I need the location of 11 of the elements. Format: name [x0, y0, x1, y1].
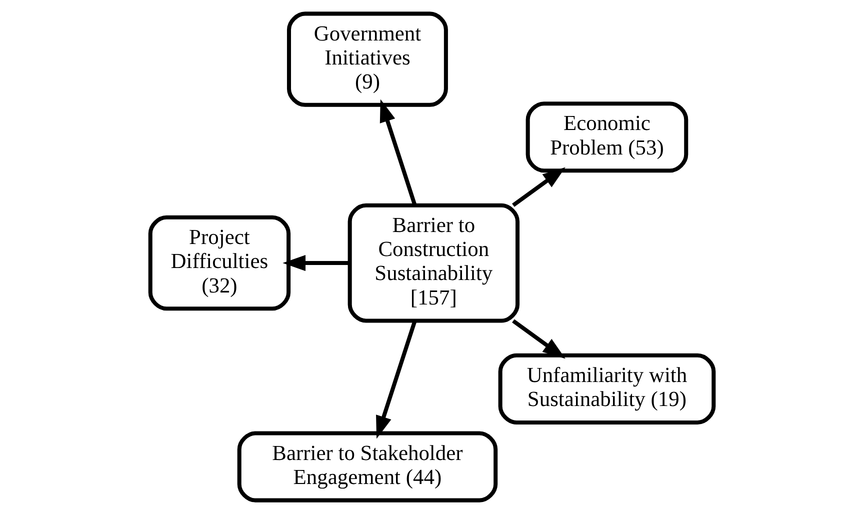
arrow	[512, 319, 566, 359]
node-box: Government Initiatives (9)	[286, 12, 448, 107]
node-box: Project Difficulties (32)	[148, 215, 291, 311]
arrow	[380, 99, 417, 206]
node-box: Barrier to Stakeholder Engagement (44)	[237, 431, 498, 502]
node-box: Barrier to Construction Sustainability [157]	[348, 203, 520, 323]
node-box: Economic Problem (53)	[526, 102, 688, 173]
arrow	[376, 320, 417, 439]
arrow	[282, 255, 350, 272]
arrow	[512, 167, 566, 207]
node-box: Unfamiliarity with Sustainability (19)	[498, 353, 716, 424]
